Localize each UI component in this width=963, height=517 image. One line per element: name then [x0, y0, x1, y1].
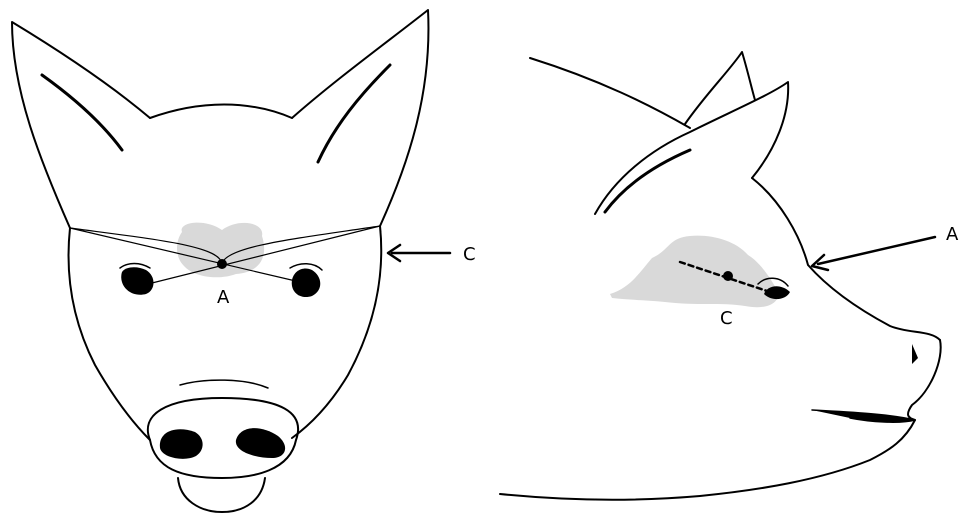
back-ear	[685, 52, 755, 124]
label-c-side: C	[720, 308, 733, 329]
left-ear	[12, 22, 150, 228]
brain-region-front	[177, 223, 264, 278]
label-a-side: A	[946, 224, 959, 245]
label-c-front: C	[463, 244, 476, 265]
side-view	[500, 52, 941, 500]
front-ear	[595, 82, 788, 214]
chin	[178, 478, 265, 512]
point-a-front	[217, 259, 227, 269]
point-c-side	[723, 271, 733, 281]
side-nostril	[912, 344, 918, 364]
front-ear-fold	[605, 150, 690, 212]
jaw-line	[500, 420, 915, 500]
snout-wrinkle	[180, 380, 268, 388]
right-ear	[292, 10, 428, 226]
nostril-left	[160, 429, 203, 459]
arrow-a-side-shaft	[818, 237, 935, 264]
nostril-right	[236, 428, 285, 458]
head-top-line	[530, 58, 690, 128]
right-ear-inner-fold	[318, 65, 390, 162]
right-eye	[290, 264, 322, 297]
face-outline-right	[292, 226, 381, 438]
brain-region-side	[610, 236, 778, 308]
mouth-line	[812, 410, 915, 422]
label-a-front: A	[217, 287, 230, 308]
front-view	[12, 10, 450, 512]
nose-ridge	[752, 178, 940, 340]
face-outline-left	[68, 228, 150, 440]
left-eye	[120, 264, 154, 295]
forehead-top	[150, 105, 292, 119]
